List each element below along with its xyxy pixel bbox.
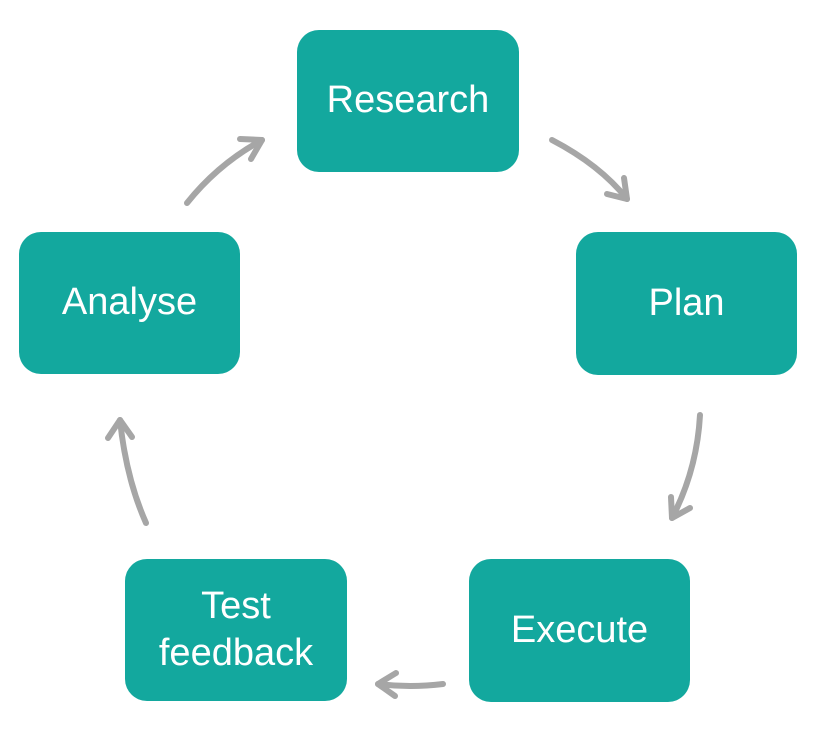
step-analyse: Analyse: [19, 232, 240, 374]
step-label-line-1: Test: [201, 584, 271, 627]
step-execute: Execute: [469, 559, 690, 702]
step-plan: Plan: [576, 232, 797, 375]
step-label: Execute: [510, 608, 649, 651]
arrow-plan-to-execute: [668, 412, 703, 521]
step-label: Plan: [648, 281, 725, 324]
step-label: Analyse: [61, 281, 198, 324]
step-label: Research: [326, 79, 490, 122]
step-research: Research: [297, 30, 519, 172]
arrow-execute-to-test-feedback: [375, 670, 446, 699]
arrow-test-feedback-to-analyse: [105, 417, 149, 526]
step-label-line-2: feedback: [158, 632, 314, 674]
arrow-research-to-plan: [549, 137, 630, 202]
step-test-feedback: Test feedback: [125, 559, 347, 701]
arrow-analyse-to-research: [184, 136, 265, 206]
